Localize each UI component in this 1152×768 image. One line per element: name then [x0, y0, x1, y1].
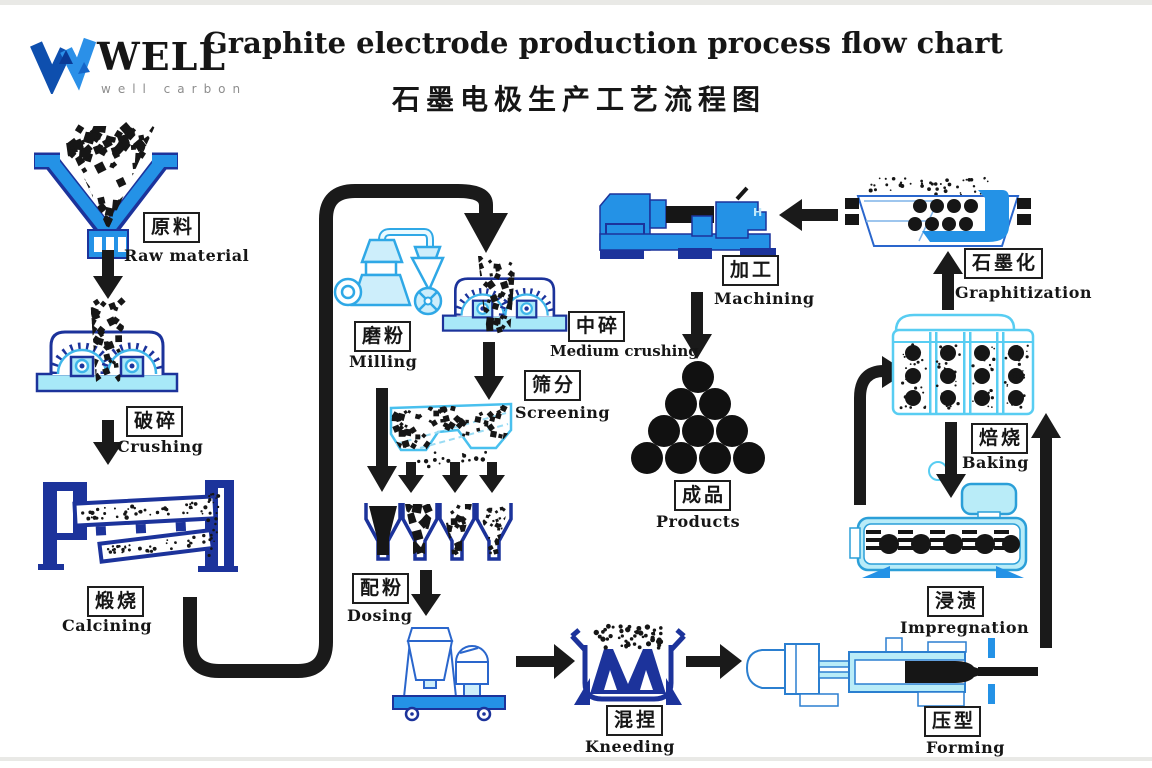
- arrow-crushing-to-calcining: [93, 420, 123, 465]
- label-machining-en: Machining: [714, 289, 815, 308]
- milling-machine: [333, 228, 445, 316]
- label-medium-crushing-en: Medium crushing: [550, 342, 699, 360]
- label-baking-en: Baking: [962, 453, 1029, 472]
- label-screening-en: Screening: [515, 403, 611, 422]
- label-dosing-zh: 配粉: [352, 573, 410, 604]
- arrow-dosing-down: [411, 570, 441, 616]
- crushing-machine: [37, 297, 177, 391]
- impregnation-machine: [849, 461, 1028, 578]
- label-screening-zh: 筛分: [524, 370, 582, 401]
- label-raw-material-zh: 原料: [143, 212, 201, 243]
- graphitization-furnace: [845, 176, 1031, 247]
- label-calcining-en: Calcining: [62, 616, 153, 635]
- label-milling-zh: 磨粉: [354, 321, 412, 352]
- brand-name: WELL: [97, 34, 227, 79]
- machining-lathe: H: [599, 186, 776, 259]
- baking-furnace: [891, 313, 1035, 416]
- label-products-zh: 成品: [674, 480, 732, 511]
- arrows-screening-to-hoppers: [398, 462, 505, 493]
- forming-machine: [745, 637, 1038, 707]
- arrow-baking-to-impregnation: [936, 422, 966, 498]
- svg-text:H: H: [753, 206, 762, 219]
- products-stack: [631, 361, 765, 474]
- label-raw-material-en: Raw material: [124, 246, 250, 265]
- label-graphitization-zh: 石墨化: [964, 248, 1044, 279]
- hopper-black-fill: [369, 506, 397, 555]
- label-machining-zh: 加工: [722, 255, 780, 286]
- label-milling-en: Milling: [349, 352, 418, 371]
- label-forming-zh: 压型: [924, 706, 982, 737]
- label-baking-zh: 焙烧: [971, 423, 1029, 454]
- medium-crushing-machine: [443, 256, 566, 333]
- label-graphitization-en: Graphitization: [955, 283, 1093, 302]
- label-kneading-en: Kneeding: [585, 737, 675, 756]
- arrow-machining-to-products: [682, 292, 712, 359]
- dosing-hoppers: [364, 503, 513, 561]
- label-medium-crushing-zh: 中碎: [568, 311, 626, 342]
- label-kneading-zh: 混捏: [606, 705, 664, 736]
- arrow-baking-to-graphitization: [933, 251, 963, 310]
- kneading-machine: [570, 623, 686, 705]
- label-crushing-en: Crushing: [117, 437, 204, 456]
- calcining-machine: [38, 480, 238, 572]
- label-products-en: Products: [656, 512, 741, 531]
- arrow-calcining-to-medium-crushing: [183, 184, 508, 678]
- arrow-medium-to-screening: [474, 342, 504, 400]
- bottom-edge-strip: [0, 757, 1152, 761]
- dosing-machine: [392, 627, 506, 722]
- screening-machine: [389, 402, 513, 469]
- arrow-forming-to-baking: [1031, 413, 1061, 648]
- arrow-kneading-to-forming: [686, 644, 742, 679]
- arrow-graphitization-to-machining: [779, 199, 838, 231]
- arrow-raw-to-crushing: [93, 250, 123, 299]
- page-title: Graphite electrode production process fl…: [203, 26, 1003, 60]
- label-calcining-zh: 煅烧: [87, 586, 145, 617]
- top-edge-strip: [0, 0, 1152, 5]
- label-impregnation-en: Impregnation: [900, 618, 1030, 637]
- label-forming-en: Forming: [926, 738, 1005, 757]
- well-logo-icon: [30, 37, 97, 94]
- arrow-milling-to-hoppers: [367, 388, 397, 492]
- label-impregnation-zh: 浸渍: [927, 586, 985, 617]
- label-crushing-zh: 破碎: [126, 406, 184, 437]
- label-dosing-en: Dosing: [347, 606, 413, 625]
- brand-tagline: well carbon: [101, 82, 248, 96]
- arrow-dosing-to-kneading: [516, 644, 575, 679]
- page-subtitle-chinese: 石墨电极生产工艺流程图: [392, 83, 767, 116]
